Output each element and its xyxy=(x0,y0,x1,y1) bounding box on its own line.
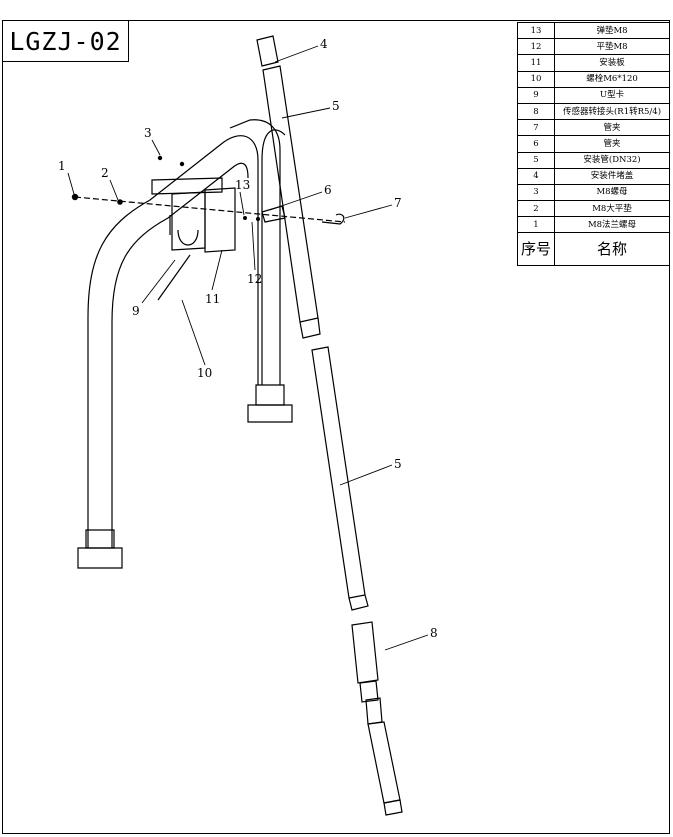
item-name: U型卡 xyxy=(554,86,670,104)
item-number: 5 xyxy=(517,151,555,169)
callout-5-upper: 5 xyxy=(332,99,340,113)
item-number: 6 xyxy=(517,135,555,153)
item-number: 7 xyxy=(517,119,555,137)
item-name: M8螺母 xyxy=(554,183,670,202)
upper-mounting-tube xyxy=(256,35,321,339)
item-number: 8 xyxy=(517,102,555,121)
mounting-plate xyxy=(151,177,236,253)
flange-nut xyxy=(71,193,79,201)
column-header-number: 序号 xyxy=(517,232,555,267)
item-name: 管夹 xyxy=(554,119,670,137)
callout-13: 13 xyxy=(235,178,250,192)
item-name: 安装板 xyxy=(554,54,670,72)
item-number: 12 xyxy=(517,38,555,56)
hex-nut xyxy=(157,155,163,161)
item-name: 螺栓M6*120 xyxy=(554,70,670,88)
item-number: 10 xyxy=(517,70,555,88)
table-header-row: 序号名称 xyxy=(517,232,670,267)
pipe-clamp xyxy=(321,213,345,225)
large-flat-washer xyxy=(117,199,123,205)
callout-6: 6 xyxy=(324,183,332,197)
item-name: 安装件堵盖 xyxy=(554,167,670,185)
column-header-name: 名称 xyxy=(554,232,670,267)
item-number: 11 xyxy=(517,54,555,72)
callout-1: 1 xyxy=(58,159,66,173)
item-number: 2 xyxy=(517,200,555,218)
item-number: 1 xyxy=(517,216,555,234)
flat-washer xyxy=(256,217,260,221)
drawing-code: LGZJ-02 xyxy=(2,20,129,62)
callout-5-lower: 5 xyxy=(394,457,402,471)
callout-7: 7 xyxy=(394,196,402,210)
item-name: 平垫M8 xyxy=(554,38,670,56)
callout-2: 2 xyxy=(101,166,109,180)
callout-12: 12 xyxy=(247,272,262,286)
callout-9: 9 xyxy=(132,304,140,318)
bolt xyxy=(157,254,191,301)
sensor-adapter xyxy=(351,621,379,703)
item-number: 9 xyxy=(517,86,555,104)
assembly-axis xyxy=(74,196,346,223)
hex-nut xyxy=(179,161,185,167)
item-name: 管夹 xyxy=(554,135,670,153)
item-name: M8法兰螺母 xyxy=(554,216,670,234)
item-name: 安装管(DN32) xyxy=(554,151,670,169)
callout-10: 10 xyxy=(197,366,212,380)
callout-4: 4 xyxy=(320,37,328,51)
callout-3: 3 xyxy=(144,126,152,140)
callout-11: 11 xyxy=(205,292,220,306)
callout-8: 8 xyxy=(430,626,438,640)
item-number: 3 xyxy=(517,183,555,202)
drawing-frame xyxy=(2,20,670,834)
item-number: 13 xyxy=(517,21,555,40)
item-name: M8大平垫 xyxy=(554,200,670,218)
spring-washer xyxy=(243,216,247,220)
item-name: 传感器转接头(R1转R5/4) xyxy=(554,102,670,121)
item-name: 弹垫M8 xyxy=(554,21,670,40)
sensor-body xyxy=(365,697,403,816)
guard-railing xyxy=(77,119,293,569)
item-number: 4 xyxy=(517,167,555,185)
lower-mounting-tube xyxy=(311,346,369,611)
